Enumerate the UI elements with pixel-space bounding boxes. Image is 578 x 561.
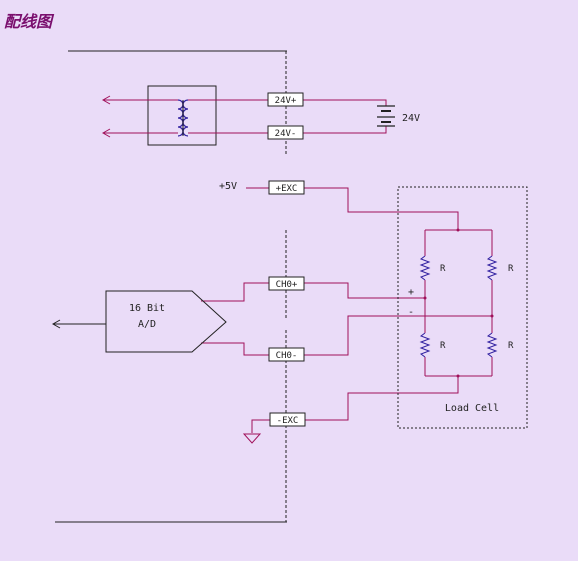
supply-5v-label: +5V [219, 181, 237, 192]
resistor-label-top-right: R [508, 264, 514, 274]
terminal-ch0-minus: CH0- [268, 347, 305, 362]
resistor-label-top-left: R [440, 264, 446, 274]
terminal-24v-plus: 24V+ [267, 92, 304, 107]
terminal-ch0-plus-label: CH0+ [276, 280, 298, 290]
terminal-block-outline [55, 50, 287, 523]
junction-dots [423, 228, 494, 378]
resistor-label-bottom-left: R [440, 341, 446, 351]
terminal-24v-minus-label: 24V- [275, 129, 297, 139]
terminal-exc-minus: -EXC [269, 412, 306, 427]
terminal-exc-plus: +EXC [268, 180, 305, 195]
terminal-24v-minus: 24V- [267, 125, 304, 140]
terminal-24v-plus-label: 24V+ [275, 96, 297, 106]
load-cell-label: Load Cell [445, 403, 499, 414]
arrow-left-icon [51, 319, 61, 329]
adc-bits-label: 16 Bit [129, 303, 165, 314]
battery-icon [377, 105, 395, 127]
signal-minus-label: - [408, 307, 414, 318]
load-cell-enclosure [397, 186, 528, 429]
adc-type-label: A/D [138, 319, 156, 330]
page-title: 配线图 [4, 12, 53, 31]
signal-plus-label: + [408, 287, 414, 298]
terminal-ch0-minus-label: CH0- [276, 351, 298, 361]
transformer-icon [147, 85, 217, 146]
ground-icon [242, 433, 262, 444]
arrow-left-icon [101, 95, 111, 138]
terminal-exc-minus-label: -EXC [277, 416, 299, 426]
battery-voltage-label: 24V [402, 113, 420, 124]
resistor-icon [419, 255, 498, 358]
adc-block: 16 Bit A/D [105, 290, 227, 353]
adc-output-arrow [51, 319, 106, 329]
terminal-exc-plus-label: +EXC [276, 184, 298, 194]
wires [104, 99, 493, 433]
resistor-label-bottom-right: R [508, 341, 514, 351]
terminal-ch0-plus: CH0+ [268, 276, 305, 291]
